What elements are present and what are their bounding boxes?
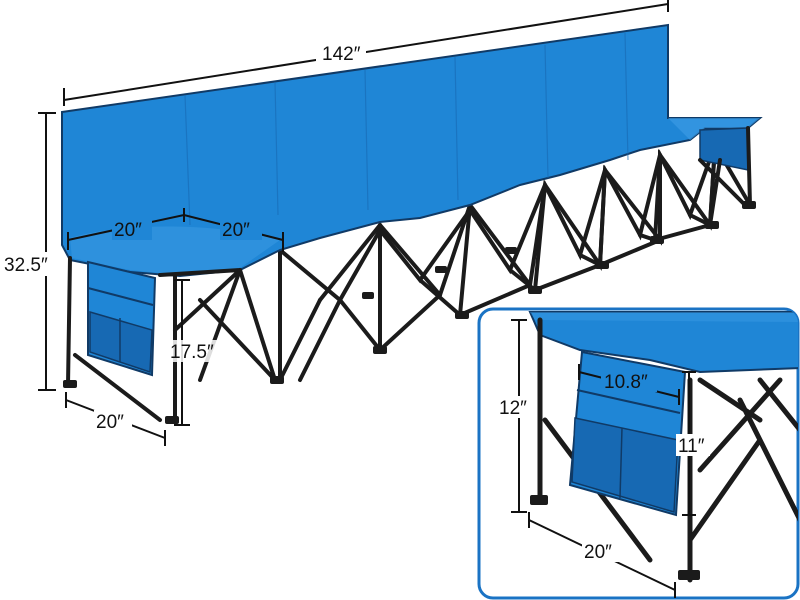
inset-height-label: 12″ — [499, 398, 527, 419]
seat-depth-right-label: 20″ — [222, 220, 250, 241]
inset-depth-label: 20″ — [584, 542, 612, 563]
bench-depth-label: 20″ — [96, 412, 124, 433]
inset-pocket-width-label: 10.8″ — [604, 372, 648, 393]
inset-pocket-height-label: 11″ — [678, 436, 705, 457]
left-pocket — [87, 260, 157, 377]
dimension-labels: 142″ 32.5″ 20″ 20″ 17.5″ 20″ — [2, 41, 366, 433]
seat-depth-left-label: 20″ — [114, 220, 142, 241]
inset-detail: 12″ 10.8″ 11″ 20″ — [477, 307, 800, 600]
frame-front — [66, 126, 752, 422]
seat-height-label: 17.5″ — [170, 342, 214, 363]
bench — [61, 23, 763, 424]
height-label: 32.5″ — [4, 255, 48, 276]
length-label: 142″ — [322, 44, 361, 65]
frame-feet — [63, 201, 756, 424]
